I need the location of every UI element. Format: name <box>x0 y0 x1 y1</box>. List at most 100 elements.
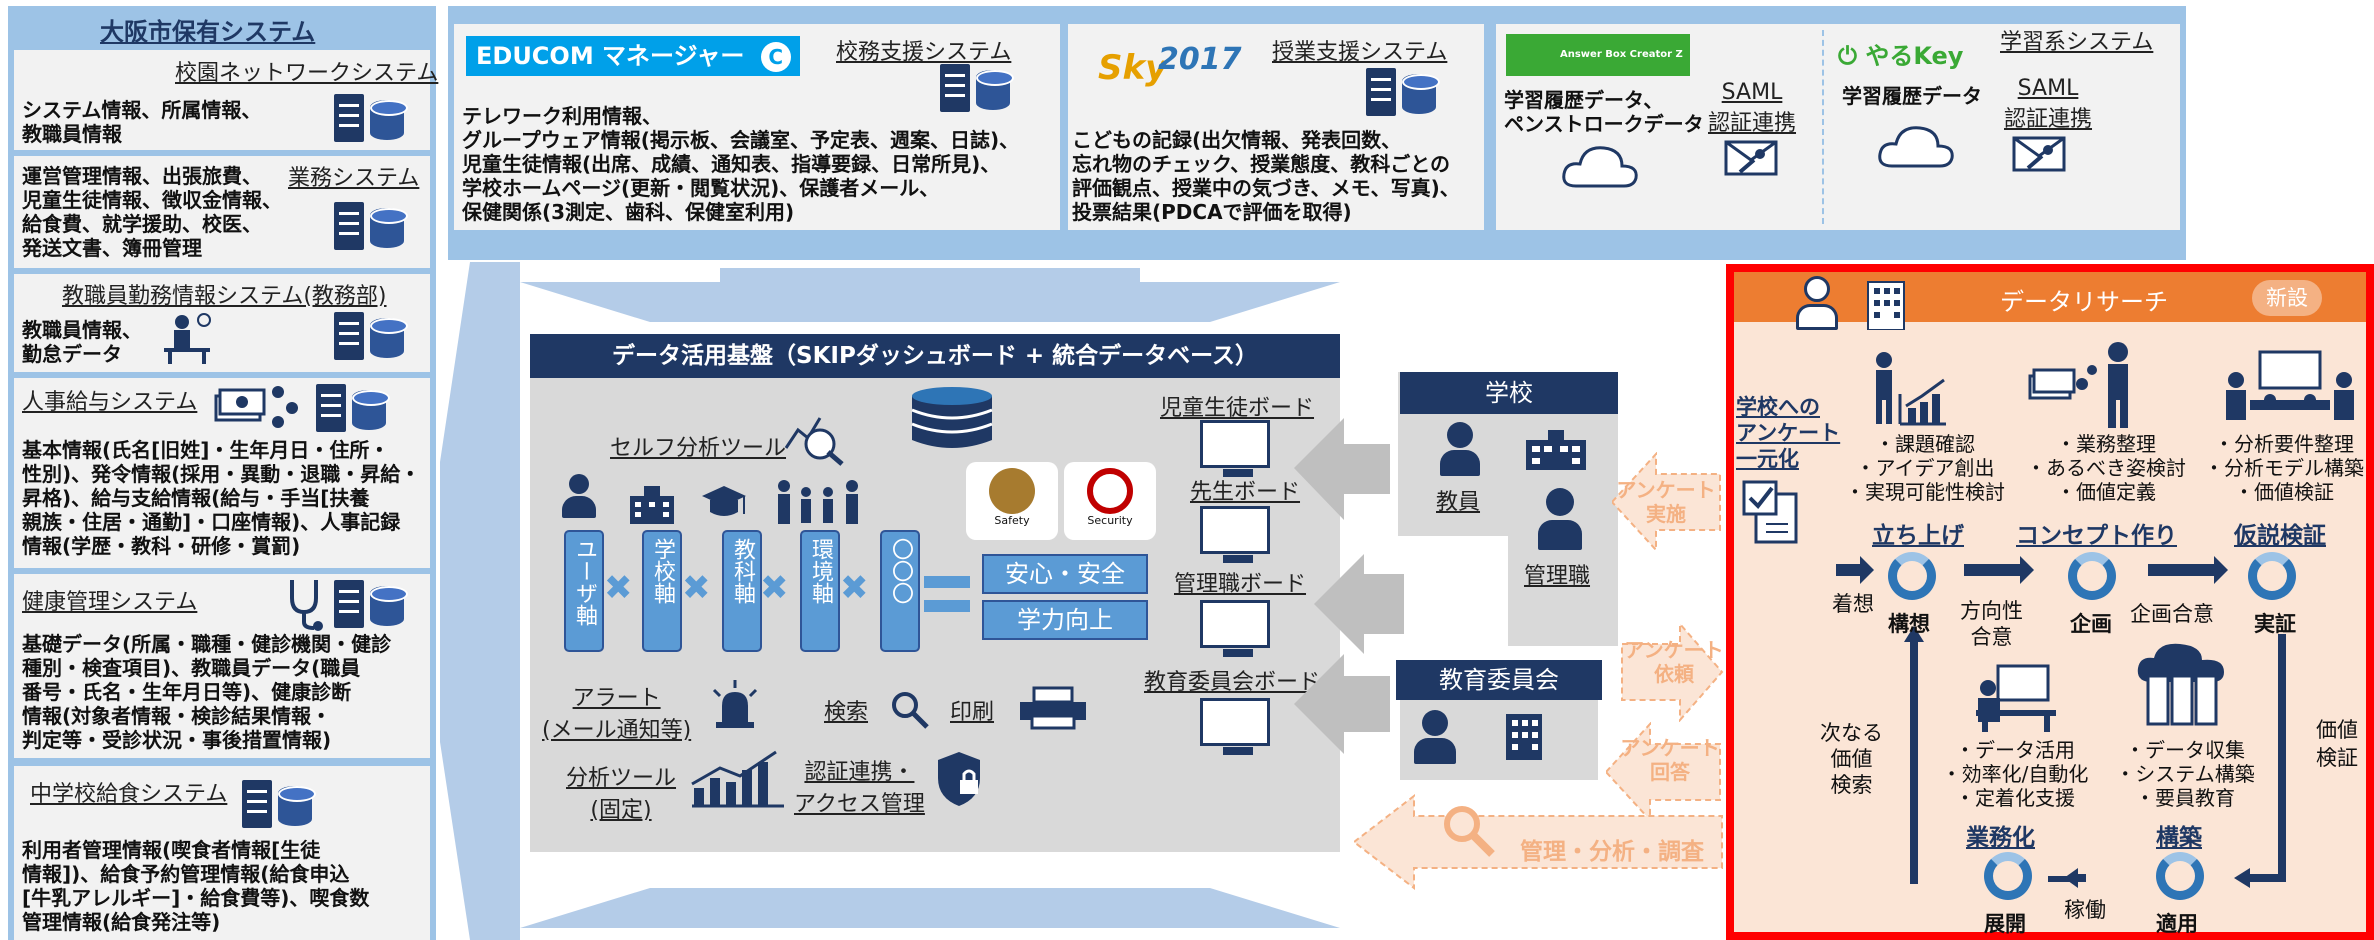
left-section-6-title: 中学校給食システム <box>30 782 228 807</box>
auth-label: 認証連携・アクセス管理 <box>794 760 925 817</box>
search-label: 検索 <box>824 700 869 725</box>
management-label: 管理・分析・調査 <box>1520 839 1704 865</box>
equals-icon <box>924 576 970 612</box>
safety-badge: Safety <box>966 462 1058 540</box>
multiply-icon: ✖ <box>604 568 633 608</box>
cycle-concept-label: 構想 <box>1888 612 1930 636</box>
multiply-icon: ✖ <box>840 568 869 608</box>
axis-other: 〇〇〇 <box>880 530 920 652</box>
graduation-cap-icon <box>702 486 746 516</box>
alert-label: アラート(メール通知等) <box>542 686 692 743</box>
left-section-5-title: 健康管理システム <box>22 590 198 615</box>
heart-shield-icon <box>1087 468 1133 514</box>
search-icon <box>892 692 929 729</box>
step1-text: ・課題確認・アイデア創出・実現可能性検討 <box>1845 432 2005 504</box>
cycle-icon <box>1888 552 1936 600</box>
analysis-magnifier-icon <box>784 417 844 466</box>
cycle-plan-agree-label: 企画合意 <box>2130 602 2214 626</box>
left-section-2-text: 運営管理情報、出張旅費、児童生徒情報、徴収金情報、給食費、就学援助、校医、発送文… <box>22 164 282 260</box>
cycle-next-value-label: 次なる価値検索 <box>1820 721 1883 797</box>
operate-label: 稼働 <box>2064 898 2106 922</box>
multiply-icon: ✖ <box>682 568 711 608</box>
person-chart-icon <box>1876 352 1946 426</box>
cloud-icon <box>1562 146 1638 188</box>
left-section-4-title: 人事給与システム <box>22 390 198 415</box>
educom-logo: EDUCOM マネージャー C <box>466 36 800 76</box>
money-people-icon <box>214 386 298 428</box>
board-of-ed-title: 教育委員会 <box>1396 660 1602 700</box>
dashboard-icon <box>1200 600 1270 657</box>
shield-lock-icon <box>938 752 980 806</box>
cycle-arrows <box>1836 556 2286 888</box>
left-section-1-text: システム情報、所属情報、教職員情報 <box>22 98 262 146</box>
server-icon <box>334 202 408 250</box>
dashboard-icon <box>1200 506 1270 563</box>
meeting-icon <box>2226 350 2354 420</box>
server-icon <box>316 384 390 432</box>
desk-worker-icon <box>164 313 211 364</box>
bottom-step1-text: ・データ活用・効率化/自動化・定着化支援 <box>1941 738 2089 810</box>
board-teachers-label: 先生ボード <box>1190 480 1301 505</box>
learning-divider <box>1822 30 1824 224</box>
server-icon <box>334 312 408 360</box>
left-section-3-title: 教職員勤務情報システム(教務部) <box>62 284 387 309</box>
axis-user: ユーザ軸 <box>564 530 604 652</box>
stethoscope-icon <box>290 580 323 631</box>
key-mail-icon <box>2012 136 2066 172</box>
educom-c-icon: C <box>760 42 791 72</box>
survey-request-label: アンケート依頼 <box>1624 638 1724 686</box>
cycle-icon <box>2156 852 2204 900</box>
step3-heading: 仮説検証 <box>2234 523 2326 549</box>
server-icon <box>334 94 408 142</box>
step3-text: ・分析要件整理・分析モデル構築・価値検証 <box>2204 432 2364 504</box>
school-icon <box>1526 430 1586 470</box>
abc-data: 学習履歴データ、ペンストロークデータ <box>1504 88 1704 136</box>
yarukey-data: 学習履歴データ <box>1842 84 1982 108</box>
survey-answer-label: アンケート回答 <box>1620 736 1720 784</box>
survey-arrow-implement <box>1612 452 1721 552</box>
bottom-step2-text: ・データ収集・システム構築・要員教育 <box>2115 738 2255 810</box>
cloud-server-icon <box>2137 643 2224 726</box>
bottom-flow-arrow <box>520 888 1340 928</box>
educom-title: 校務支援システム <box>836 40 1012 65</box>
grey-arrows <box>1294 418 1404 754</box>
pc-worker-icon <box>1976 664 2056 732</box>
left-section-1-title: 校園ネットワークシステム <box>175 61 439 86</box>
building-icon <box>1867 281 1905 330</box>
checklist-icon <box>1742 480 1798 544</box>
survey-arrow-answer <box>1606 722 1721 822</box>
school-title: 学校 <box>1400 372 1618 414</box>
outcome-safety: 安心・安全 <box>982 554 1148 594</box>
school-icon <box>630 486 674 524</box>
family-icon <box>778 480 858 524</box>
cycle-icon <box>1984 852 2032 900</box>
left-section-3-text: 教職員情報、勤怠データ <box>22 318 142 366</box>
cycle-start-label: 着想 <box>1832 592 1874 616</box>
axis-environment: 環境軸 <box>800 530 840 652</box>
survey-unification-label: 学校へのアンケート一元化 <box>1736 395 1841 471</box>
self-analysis-tool-label: セルフ分析ツール <box>610 436 787 461</box>
ops-heading: 業務化 <box>1966 825 2035 851</box>
key-mail-icon <box>1724 140 1778 176</box>
step2-text: ・業務整理・あるべき姿検討・価値定義 <box>2026 432 2186 504</box>
axis-school: 学校軸 <box>642 530 682 652</box>
outcome-academic: 学力向上 <box>982 600 1148 640</box>
apply-label: 適用 <box>2156 912 2198 936</box>
cycle-plan-label: 企画 <box>2070 612 2112 636</box>
cycle-icon <box>2248 552 2296 600</box>
print-label: 印刷 <box>950 700 995 725</box>
magnifier-icon <box>1444 806 1495 857</box>
left-section-4-text: 基本情報(氏名[旧姓]・生年月日・住所・性別)、発令情報(採用・異動・退職・昇給… <box>22 438 421 558</box>
board-edu-committee-label: 教育委員会ボード <box>1144 670 1321 695</box>
left-flow-arrow <box>440 262 520 940</box>
cloud-icon <box>1878 126 1954 168</box>
security-badge: Security <box>1064 462 1156 540</box>
left-section-2-title: 業務システム <box>288 166 420 191</box>
skymenu-logo: Sky 2017 <box>1098 42 1242 88</box>
survey-implement-label: アンケート実施 <box>1616 478 1716 526</box>
alarm-light-icon <box>712 680 758 728</box>
yarukey-logo: ⏻ やるKey <box>1838 42 1964 70</box>
sky-box <box>1068 24 1484 230</box>
